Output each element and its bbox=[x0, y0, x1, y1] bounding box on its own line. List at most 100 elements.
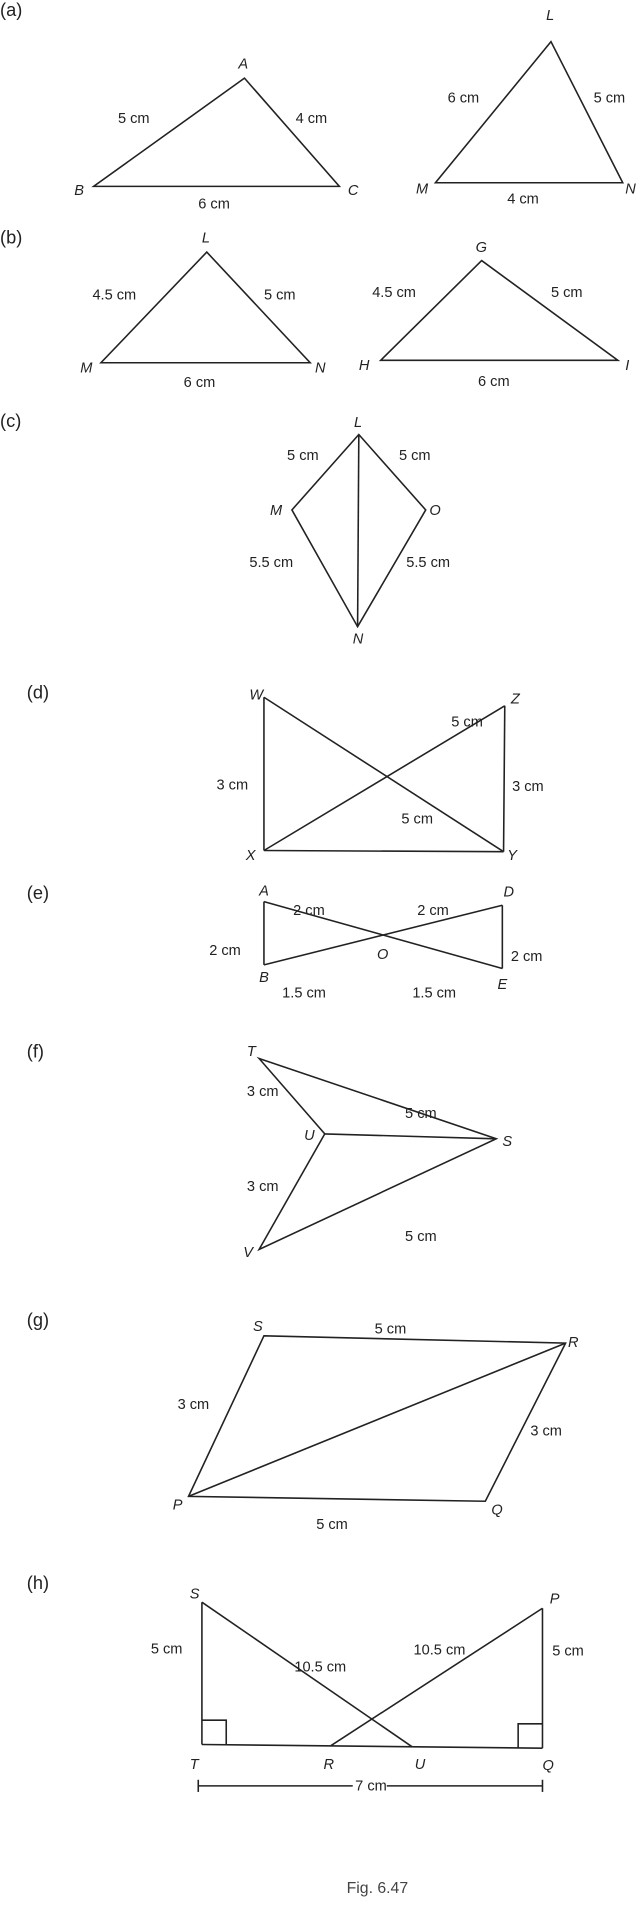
vertex-label: U bbox=[304, 1128, 315, 1144]
side-label: 2 cm bbox=[293, 903, 325, 919]
vertex-label: E bbox=[497, 977, 507, 993]
vertex-label: L bbox=[202, 230, 210, 246]
triangle-lmn bbox=[99, 250, 312, 364]
segment-su bbox=[201, 1601, 413, 1748]
side-label: 1.5 cm bbox=[412, 986, 456, 1002]
side-label: 4.5 cm bbox=[92, 288, 136, 304]
vertex-label: A bbox=[258, 884, 269, 900]
vertex-label: H bbox=[359, 358, 370, 374]
side-label: 3 cm bbox=[247, 1084, 279, 1100]
vertex-label: L bbox=[546, 8, 554, 24]
vertex-label: A bbox=[237, 56, 248, 72]
vertex-label: U bbox=[415, 1757, 426, 1773]
vertex-label: R bbox=[324, 1757, 335, 1773]
vertex-label: W bbox=[249, 688, 264, 704]
part-label: (h) bbox=[27, 1572, 49, 1593]
parallelogram-srqp bbox=[187, 1335, 567, 1503]
quadrilateral-tsvu bbox=[256, 1056, 499, 1252]
vertex-label: O bbox=[429, 503, 440, 519]
side-label: 3 cm bbox=[247, 1179, 279, 1195]
side-label: 1.5 cm bbox=[282, 986, 326, 1002]
vertex-label: B bbox=[74, 183, 84, 199]
diagonal-pr bbox=[188, 1342, 566, 1498]
side-label: 6 cm bbox=[448, 90, 480, 106]
segment-bd bbox=[263, 904, 503, 966]
part-label: (c) bbox=[0, 410, 21, 431]
part-label: (e) bbox=[27, 882, 49, 903]
vertex-label: N bbox=[353, 632, 364, 648]
part-e: (e) A B D E O 2 cm 2 cm 2 cm 2 cm 1.5 cm… bbox=[27, 882, 543, 1002]
vertex-label: G bbox=[476, 240, 487, 256]
side-label: 6 cm bbox=[478, 374, 510, 390]
right-angle-marker bbox=[517, 1723, 543, 1749]
vertex-label: T bbox=[247, 1044, 257, 1060]
part-label: (f) bbox=[27, 1040, 44, 1061]
vertex-label: O bbox=[377, 947, 388, 963]
vertex-label: L bbox=[354, 415, 362, 431]
side-label: 5 cm bbox=[375, 1321, 407, 1337]
side-label: 2 cm bbox=[511, 949, 543, 965]
triangle-abc bbox=[91, 77, 342, 188]
segment-tq bbox=[201, 1743, 543, 1749]
vertex-label: C bbox=[348, 183, 359, 199]
triangle-ghi bbox=[378, 259, 621, 362]
side-label: 6 cm bbox=[184, 375, 216, 391]
part-d: (d) W Z X Y 3 cm 3 cm 5 cm 5 cm bbox=[27, 681, 544, 864]
vertex-label: P bbox=[173, 1498, 183, 1514]
vertex-label: B bbox=[259, 970, 269, 986]
segment-xy bbox=[263, 849, 504, 853]
vertex-label: S bbox=[190, 1587, 200, 1603]
vertex-label: Z bbox=[510, 691, 521, 707]
vertex-label: S bbox=[502, 1134, 512, 1150]
vertex-label: V bbox=[243, 1245, 254, 1261]
part-c: (c) L M O N 5 cm 5 cm 5.5 cm 5.5 cm bbox=[0, 410, 450, 648]
side-label: 5 cm bbox=[264, 288, 296, 304]
part-label: (d) bbox=[27, 681, 49, 702]
part-a: (a) A B C 5 cm 4 cm 6 cm L M N 6 cm 5 cm… bbox=[0, 0, 636, 212]
side-label: 5 cm bbox=[316, 1517, 348, 1533]
figure-caption: Fig. 6.47 bbox=[347, 1880, 408, 1897]
part-h: (h) S P T R U Q 5 cm 5 cm 10.5 cm 10.5 c… bbox=[27, 1572, 584, 1795]
side-label: 10.5 cm bbox=[414, 1642, 466, 1658]
vertex-label: M bbox=[416, 182, 429, 198]
side-label: 5.5 cm bbox=[406, 555, 450, 571]
side-label: 5 cm bbox=[405, 1106, 437, 1122]
side-label: 5 cm bbox=[451, 714, 483, 730]
triangle-lmn bbox=[433, 40, 625, 184]
side-label: 5 cm bbox=[399, 448, 431, 464]
side-label: 2 cm bbox=[417, 903, 449, 919]
side-label: 3 cm bbox=[512, 779, 544, 795]
diagonal-ln bbox=[356, 434, 360, 627]
side-label: 3 cm bbox=[530, 1424, 562, 1440]
segment-us bbox=[324, 1133, 497, 1140]
segment-wy bbox=[263, 696, 504, 853]
vertex-label: P bbox=[550, 1591, 560, 1607]
side-label: 3 cm bbox=[178, 1397, 210, 1413]
segment-xz bbox=[263, 705, 506, 852]
side-label: 5 cm bbox=[118, 111, 150, 127]
side-label: 10.5 cm bbox=[294, 1660, 346, 1676]
vertex-label: X bbox=[245, 848, 257, 864]
dimension-label: 7 cm bbox=[355, 1779, 387, 1795]
side-label: 5 cm bbox=[287, 448, 319, 464]
vertex-label: D bbox=[504, 885, 515, 901]
vertex-label: Q bbox=[491, 1503, 502, 1519]
part-b: (b) L M N 4.5 cm 5 cm 6 cm G H I 4.5 cm … bbox=[0, 227, 629, 392]
segment-pr bbox=[330, 1607, 543, 1747]
side-label: 2 cm bbox=[209, 943, 241, 959]
vertex-label: M bbox=[80, 360, 93, 376]
side-label: 4 cm bbox=[296, 111, 328, 127]
side-label: 6 cm bbox=[198, 196, 230, 212]
part-label: (a) bbox=[0, 0, 22, 20]
vertex-label: Y bbox=[507, 848, 518, 864]
side-label: 5 cm bbox=[401, 812, 433, 828]
part-g: (g) S R P Q 5 cm 5 cm 3 cm 3 cm bbox=[27, 1309, 579, 1533]
part-label: (g) bbox=[27, 1309, 49, 1330]
side-label: 5 cm bbox=[552, 1644, 584, 1660]
segment-zy bbox=[502, 705, 506, 852]
vertex-label: N bbox=[315, 360, 326, 376]
vertex-label: S bbox=[253, 1319, 263, 1335]
side-label: 5 cm bbox=[594, 90, 626, 106]
vertex-label: I bbox=[625, 358, 629, 374]
vertex-label: Q bbox=[542, 1758, 553, 1774]
